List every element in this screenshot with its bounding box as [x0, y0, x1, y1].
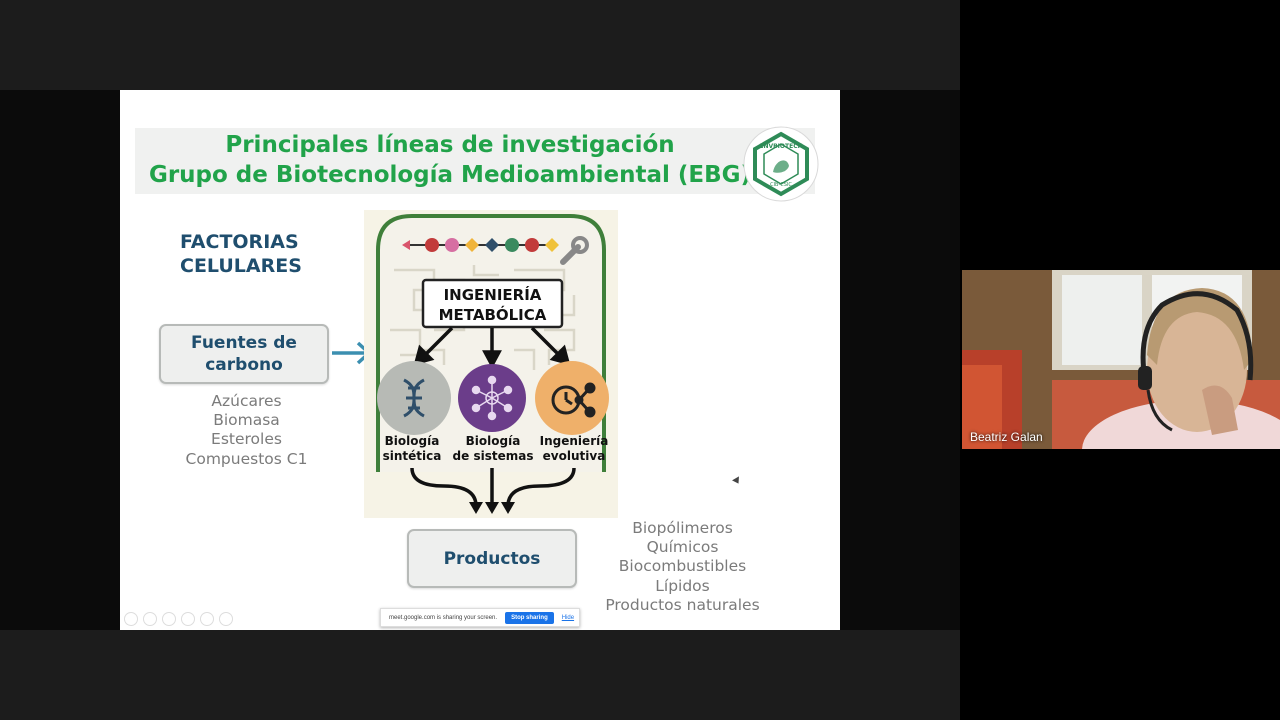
network-icon [471, 375, 513, 421]
factorias-line1: FACTORIAS [180, 231, 299, 253]
meeting-stage: Principales líneas de investigación Grup… [0, 0, 960, 720]
slide-title-line2: Grupo de Biotecnología Medioambiental (E… [148, 162, 752, 188]
more-options-icon[interactable] [219, 612, 233, 626]
metabolic-engineering-diagram: INGENIERÍA METABÓLICA [364, 210, 618, 518]
fuentes-line1: Fuentes de [191, 333, 297, 353]
pathway-chain [402, 238, 559, 252]
productos-label: Productos [443, 548, 541, 569]
pen-icon[interactable] [162, 612, 176, 626]
presentation-slide: Principales líneas de investigación Grup… [120, 90, 840, 630]
converging-arrowheads [469, 502, 515, 514]
products-list: Biopólimeros Químicos Biocombustibles Lí… [590, 519, 775, 615]
carbon-source-item: Esteroles [211, 430, 282, 449]
systems-biology-node [458, 364, 526, 432]
ingenieria-line1: INGENIERÍA [444, 285, 542, 304]
product-item: Lípidos [655, 576, 710, 595]
fuentes-line2: carbono [205, 355, 283, 375]
product-item: Químicos [646, 538, 719, 557]
approach-label-line1: Biología [466, 434, 521, 448]
envbiotech-logo: ENVBIOTECH CIB-CSIC [743, 126, 819, 202]
carbon-sources-list: Azúcares Biomasa Esteroles Compuestos C1 [174, 392, 319, 469]
ingenieria-metabolica-box [421, 278, 564, 329]
product-item: Biocombustibles [618, 557, 747, 576]
dna-icon [403, 378, 425, 418]
bottom-letterbox [0, 630, 960, 720]
mouse-cursor-icon [732, 476, 742, 486]
prev-slide-icon[interactable] [124, 612, 138, 626]
approach-label-line1: Biología [385, 434, 440, 448]
slide-controls [124, 612, 233, 626]
zoom-icon[interactable] [200, 612, 214, 626]
slides-grid-icon[interactable] [181, 612, 195, 626]
top-letterbox [0, 0, 960, 90]
next-slide-icon[interactable] [143, 612, 157, 626]
logo-text-top: ENVBIOTECH [759, 143, 802, 150]
clock-network-icon [551, 382, 596, 418]
evolutionary-engineering-node [535, 361, 609, 435]
approach-label-line2: de sistemas [453, 449, 534, 463]
fuentes-carbono-box: Fuentes de carbono [159, 324, 329, 384]
participant-video-tile[interactable]: Beatriz Galan [962, 270, 1280, 449]
synthetic-biology-node [377, 361, 451, 435]
wrench-icon [560, 236, 589, 265]
ingenieria-line2: METABÓLICA [439, 305, 547, 324]
product-item: Productos naturales [605, 595, 760, 614]
title-band [135, 128, 815, 194]
stop-sharing-button[interactable]: Stop sharing [505, 611, 554, 624]
slide-title-line1: Principales líneas de investigación [225, 132, 675, 158]
carbon-source-item: Biomasa [213, 411, 280, 430]
approach-label-line2: evolutiva [543, 449, 606, 463]
participant-video-frame [962, 270, 1280, 449]
factorias-heading: FACTORIAS CELULARES [180, 230, 302, 278]
approach-label-line1: Ingeniería [540, 434, 609, 448]
approach-label-line2: sintética [383, 449, 442, 463]
slide-title: Principales líneas de investigación Grup… [135, 130, 765, 190]
converging-arrows [410, 467, 576, 507]
share-message: meet.google.com is sharing your screen. [389, 614, 498, 621]
productos-box: Productos [407, 529, 577, 588]
product-item: Biopólimeros [632, 519, 733, 537]
screen-share-bar: meet.google.com is sharing your screen. … [380, 608, 580, 627]
hide-share-bar-link[interactable]: Hide [561, 614, 575, 621]
down-arrows [413, 326, 571, 369]
factorias-line2: CELULARES [180, 255, 302, 277]
logo-text-bottom: CIB-CSIC [770, 182, 792, 188]
participant-name: Beatriz Galan [970, 430, 1043, 444]
carbon-source-item: Compuestos C1 [185, 449, 308, 468]
carbon-source-item: Azúcares [211, 392, 282, 410]
